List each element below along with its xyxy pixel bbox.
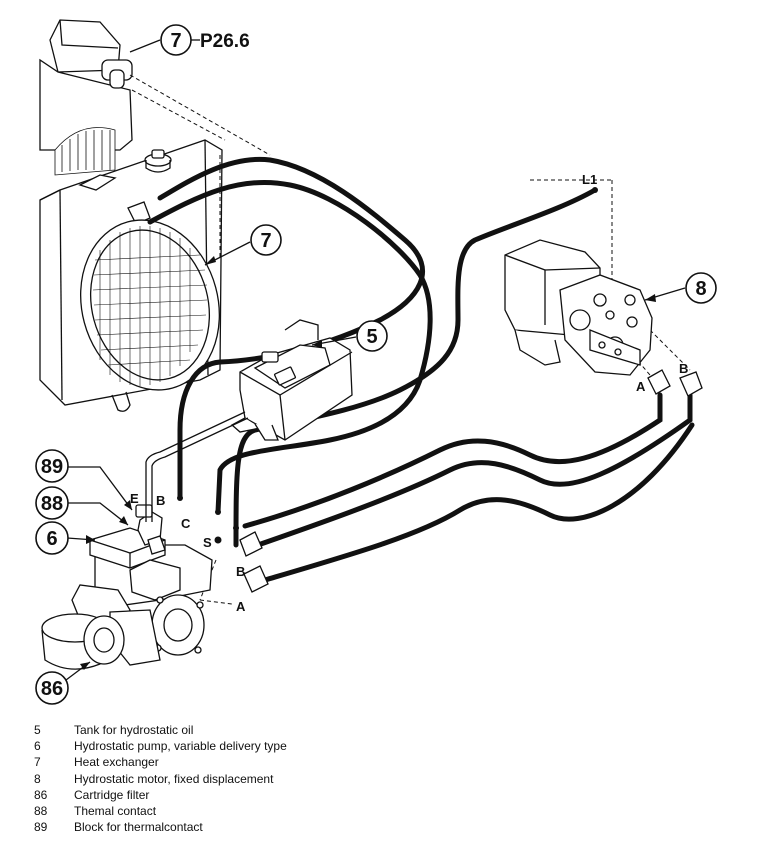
legend-description: Themal contact <box>74 804 157 819</box>
legend-row: 6 Hydrostatic pump, variable delivery ty… <box>34 738 454 754</box>
tank-drawing <box>230 319 353 441</box>
cartridge-filter-drawing <box>41 613 125 670</box>
callout-label: 5 <box>366 326 377 348</box>
callout-label: 6 <box>46 528 57 550</box>
port-label-a-motor: A <box>636 379 646 394</box>
port-label-a-pump: A <box>236 599 246 614</box>
callout-7-heat-exchanger: 7 <box>204 224 282 266</box>
legend-description: Cartridge filter <box>74 787 150 802</box>
port-label-s: S <box>203 535 212 550</box>
callout-label: 8 <box>695 278 706 300</box>
legend-row: 5 Tank for hydrostatic oil <box>34 722 454 738</box>
legend-description: Hydrostatic pump, variable delivery type <box>74 739 287 754</box>
callout-label: 86 <box>41 678 63 700</box>
legend-number: 6 <box>34 739 41 754</box>
callout-5-tank: 5 <box>311 320 388 352</box>
port-label-e: E <box>130 491 139 506</box>
callout-88-thermal-contact: 88 <box>35 486 129 526</box>
legend-row: 88 Themal contact <box>34 803 454 819</box>
legend-row: 86 Cartridge filter <box>34 787 454 803</box>
port-label-b-pump: B <box>236 564 245 579</box>
legend-description: Block for thermalcontact <box>74 820 203 835</box>
legend-description: Hydrostatic motor, fixed displacement <box>74 771 274 786</box>
page-reference: P26.6 <box>200 31 250 52</box>
port-label-b-motor: B <box>679 361 688 376</box>
hydraulic-circuit-diagram: 7 P26.6 7 5 8 89 88 6 <box>35 19 717 705</box>
callout-label: 89 <box>41 456 63 478</box>
legend-row: 89 Block for thermalcontact <box>34 819 454 835</box>
callout-label: 7 <box>170 30 181 52</box>
callout-7-top: 7 P26.6 <box>129 24 250 56</box>
port-dots <box>177 187 598 544</box>
callout-8-motor: 8 <box>644 272 717 304</box>
legend-number: 88 <box>34 804 48 819</box>
legend-number: 7 <box>34 755 41 770</box>
callout-label: 88 <box>41 493 63 515</box>
legend-row: 7 Heat exchanger <box>34 754 454 770</box>
thermal-block-line <box>145 411 249 522</box>
heat-exchanger-drawing <box>39 19 223 412</box>
port-label-l1: L1 <box>582 172 597 187</box>
parts-legend: 5 Tank for hydrostatic oil 6 Hydrostatic… <box>34 722 454 835</box>
legend-number: 86 <box>34 787 48 802</box>
legend-description: Tank for hydrostatic oil <box>74 723 194 738</box>
callout-label: 7 <box>260 230 271 252</box>
port-label-b-tank: B <box>156 493 165 508</box>
port-label-c: C <box>181 516 191 531</box>
legend-number: 8 <box>34 771 41 786</box>
legend-number: 5 <box>34 723 41 738</box>
port-labels: L1 A B E B C S B A <box>130 172 688 614</box>
hydrostatic-pump-drawing <box>71 504 213 666</box>
callout-86-filter: 86 <box>35 661 91 705</box>
hydraulic-hoses <box>147 156 695 583</box>
legend-description: Heat exchanger <box>74 755 159 770</box>
callout-6-pump: 6 <box>35 521 96 555</box>
legend-row: 8 Hydrostatic motor, fixed displacement <box>34 771 454 787</box>
hose-fittings <box>239 369 703 593</box>
callout-89-block: 89 <box>35 449 133 511</box>
legend-number: 89 <box>34 820 48 835</box>
hydraulic-motor-drawing <box>504 239 653 376</box>
